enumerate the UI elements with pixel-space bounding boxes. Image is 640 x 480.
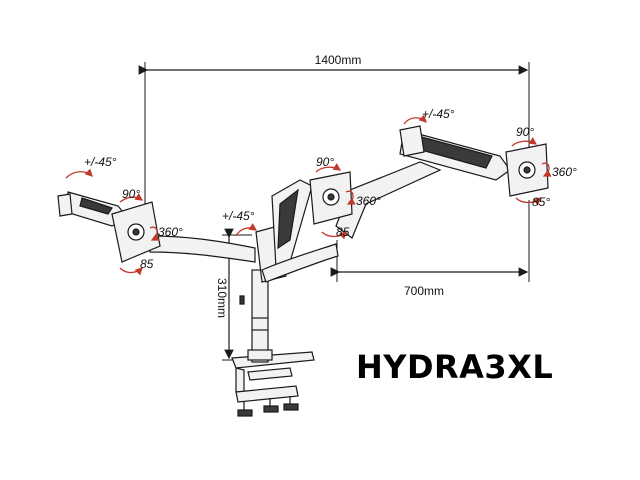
pole-height-label: 310mm (215, 278, 229, 318)
left-swivel-label: 85 (140, 257, 154, 271)
arm-span-dimension: 700mm (330, 200, 530, 298)
desk-clamp (231, 351, 315, 417)
total-width-dimension: 1400mm (138, 53, 530, 230)
center-pan-label: 90° (316, 155, 334, 169)
center-rotate-label: 360° (356, 194, 381, 208)
center-monitor-plate (309, 171, 353, 225)
support-pole (239, 269, 273, 363)
right-swivel-label: 85° (532, 195, 550, 209)
arm-span-label: 700mm (404, 284, 444, 298)
right-monitor-plate (505, 143, 549, 197)
center-arm (255, 179, 339, 283)
rotation-arrows (65, 114, 552, 276)
center-swivel-label: 85 (336, 225, 350, 239)
right-rotate-label: 360° (552, 165, 577, 179)
total-width-label: 1400mm (315, 53, 362, 67)
left-tilt-label: +/-45° (84, 155, 117, 169)
left-monitor-plate (111, 201, 161, 263)
model-name: HYDRA3XL (356, 348, 554, 386)
right-tilt-label: +/-45° (422, 107, 455, 121)
right-pan-label: 90° (516, 125, 534, 139)
left-arm (57, 191, 256, 263)
right-arm (335, 125, 511, 239)
left-rotate-label: 360° (158, 225, 183, 239)
center-tilt-label: +/-45° (222, 209, 255, 223)
left-pan-label: 90° (122, 187, 140, 201)
